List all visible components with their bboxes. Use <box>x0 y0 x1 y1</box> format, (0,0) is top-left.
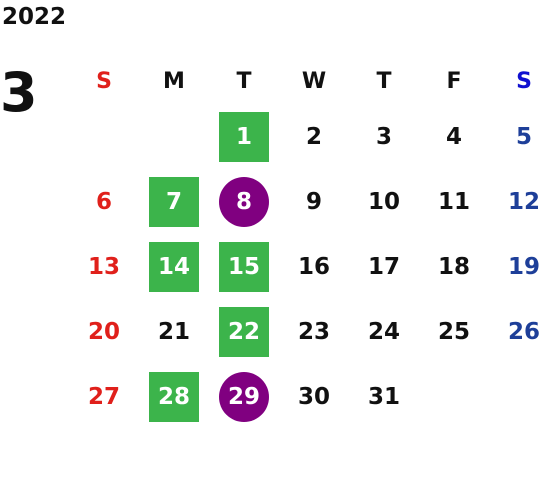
week-row: 13 14 15 16 17 18 19 <box>69 234 548 299</box>
day-number: 18 <box>437 253 470 280</box>
empty-day-cell <box>139 104 209 169</box>
day-number: 21 <box>157 318 190 345</box>
day-number: 6 <box>95 188 112 215</box>
day-cell: 20 <box>69 299 139 364</box>
day-cell: 15 <box>209 234 279 299</box>
day-cell: 3 <box>349 104 419 169</box>
weekday-header-thu: T <box>376 68 392 94</box>
weekday-header-sun: S <box>96 68 112 94</box>
year-label: 2022 <box>2 4 67 30</box>
day-number: 24 <box>367 318 400 345</box>
day-cell: 12 <box>489 169 548 234</box>
day-circle-marker: 8 <box>219 176 269 227</box>
day-cell: 24 <box>349 299 419 364</box>
month-label: 3 <box>0 61 38 124</box>
day-number: 12 <box>507 188 540 215</box>
day-square-marker: 15 <box>219 241 269 292</box>
weekday-header-wed: W <box>301 68 327 94</box>
day-cell: 7 <box>139 169 209 234</box>
day-cell: 10 <box>349 169 419 234</box>
day-cell: 6 <box>69 169 139 234</box>
day-cell: 4 <box>419 104 489 169</box>
day-number: 16 <box>297 253 330 280</box>
day-cell: 5 <box>489 104 548 169</box>
day-cell: 17 <box>349 234 419 299</box>
day-number: 3 <box>375 123 392 150</box>
day-cell: 19 <box>489 234 548 299</box>
day-cell: 16 <box>279 234 349 299</box>
day-cell: 13 <box>69 234 139 299</box>
day-number: 31 <box>367 383 400 410</box>
day-cell: 29 <box>209 364 279 429</box>
day-cell: 30 <box>279 364 349 429</box>
day-number: 30 <box>297 383 330 410</box>
day-number: 4 <box>445 123 462 150</box>
week-row: 27 28 29 30 31 <box>69 364 548 429</box>
day-number: 23 <box>297 318 330 345</box>
day-number: 17 <box>367 253 400 280</box>
day-number: 2 <box>305 123 322 150</box>
day-cell: 9 <box>279 169 349 234</box>
day-cell: 25 <box>419 299 489 364</box>
day-cell: 1 <box>209 104 279 169</box>
day-square-marker: 28 <box>149 371 199 422</box>
day-cell: 8 <box>209 169 279 234</box>
day-cell: 26 <box>489 299 548 364</box>
day-cell: 14 <box>139 234 209 299</box>
day-square-marker: 14 <box>149 241 199 292</box>
weekday-header-mon: M <box>163 68 185 94</box>
day-number: 27 <box>87 383 120 410</box>
weekday-header-sat: S <box>516 68 532 94</box>
day-number: 20 <box>87 318 120 345</box>
empty-day-cell <box>489 364 548 429</box>
day-number: 5 <box>515 123 532 150</box>
day-cell: 28 <box>139 364 209 429</box>
day-square-marker: 1 <box>219 111 269 162</box>
day-number: 13 <box>87 253 120 280</box>
day-cell: 21 <box>139 299 209 364</box>
day-number: 10 <box>367 188 400 215</box>
day-number: 25 <box>437 318 470 345</box>
week-row: 1 2 3 4 5 <box>69 104 548 169</box>
day-number: 26 <box>507 318 540 345</box>
day-number: 11 <box>437 188 470 215</box>
day-square-marker: 7 <box>149 176 199 227</box>
weekday-header-tue: T <box>236 68 252 94</box>
day-circle-marker: 29 <box>219 371 269 422</box>
day-number: 19 <box>507 253 540 280</box>
day-cell: 27 <box>69 364 139 429</box>
empty-day-cell <box>419 364 489 429</box>
day-cell: 23 <box>279 299 349 364</box>
day-cell: 11 <box>419 169 489 234</box>
day-square-marker: 22 <box>219 306 269 357</box>
day-cell: 31 <box>349 364 419 429</box>
weekday-header-fri: F <box>446 68 462 94</box>
day-number: 9 <box>305 188 322 215</box>
week-row: 20 21 22 23 24 25 26 <box>69 299 548 364</box>
empty-day-cell <box>69 104 139 169</box>
day-cell: 2 <box>279 104 349 169</box>
day-cell: 18 <box>419 234 489 299</box>
day-cell: 22 <box>209 299 279 364</box>
